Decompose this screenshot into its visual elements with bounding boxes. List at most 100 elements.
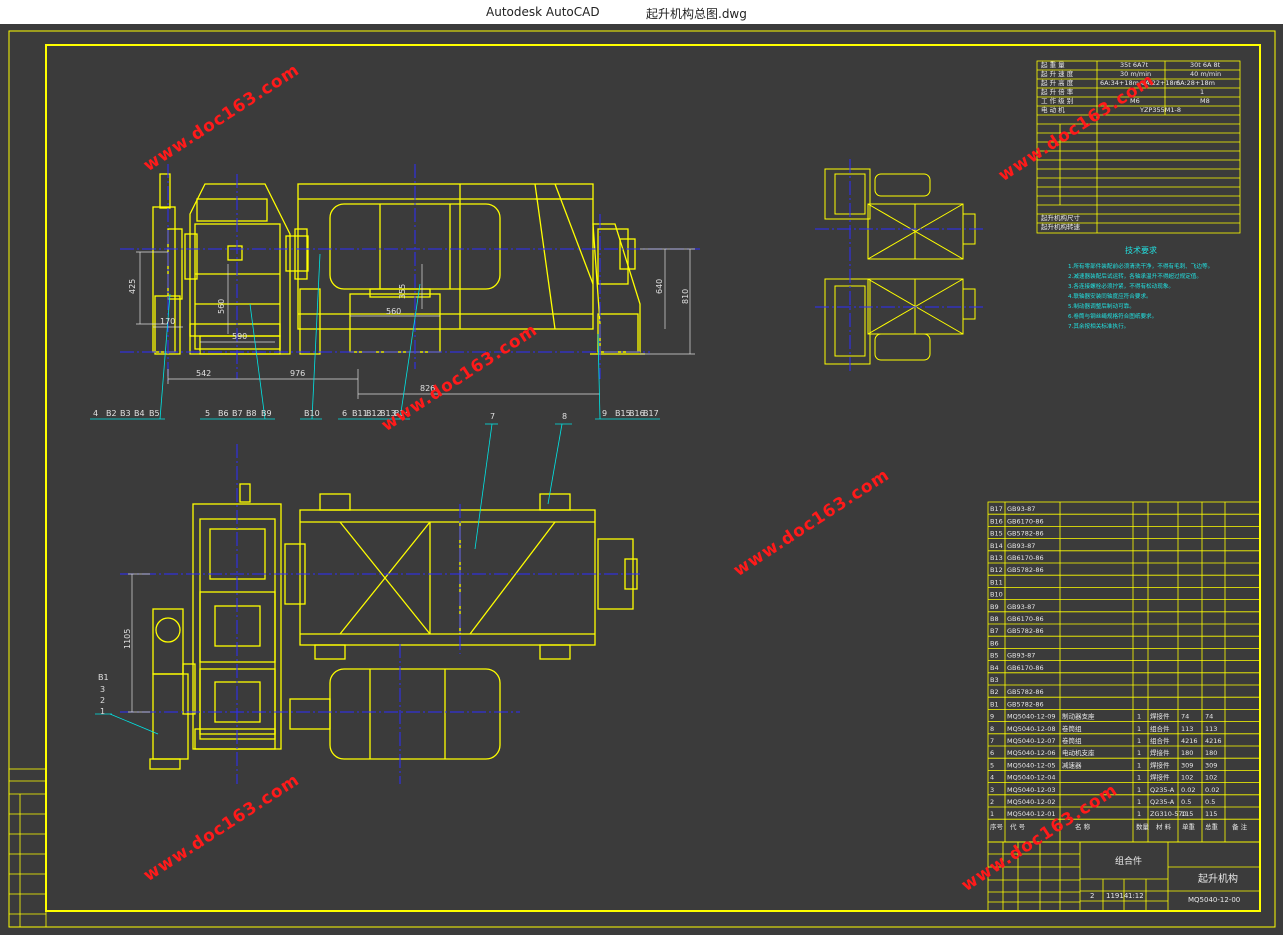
svg-text:1.所有零部件装配前必须清洗干净，不得有毛刺、飞边等。: 1.所有零部件装配前必须清洗干净，不得有毛刺、飞边等。	[1068, 262, 1213, 270]
bom-cell: GB5782-86	[1007, 627, 1044, 635]
bom-cell: 74	[1205, 713, 1213, 721]
bom-cell: 309	[1181, 761, 1193, 769]
bom-cell: MQ5040-12-06	[1007, 749, 1056, 757]
bom-cell: 1	[1137, 810, 1141, 818]
centerlines	[120, 159, 985, 784]
bom-cell: 115	[1205, 810, 1217, 818]
bom-cell: 1	[1137, 761, 1141, 769]
label-B7: B7	[232, 409, 243, 418]
bom-cell: 1	[1137, 737, 1141, 745]
weight: 11914	[1106, 892, 1129, 900]
bom-header-cell: 备 注	[1232, 822, 1248, 831]
label-B11: B11	[352, 409, 368, 418]
bom-cell: GB5782-86	[1007, 530, 1044, 538]
label-B2: B2	[106, 409, 117, 418]
bom-cell: 1	[1137, 749, 1141, 757]
bom-cell: B16	[990, 517, 1003, 525]
bom-cell: GB5782-86	[1007, 688, 1044, 696]
dim-590: 590	[232, 332, 247, 341]
bom-cell: B5	[990, 652, 999, 660]
bom-cell: GB93-87	[1007, 542, 1035, 550]
bom-cell: 102	[1181, 774, 1193, 782]
bom-cell: 焊接件	[1150, 760, 1170, 769]
bom-cell: MQ5040-12-03	[1007, 786, 1056, 794]
bom-cell: 减速器	[1062, 760, 1082, 769]
bom-cell: 0.5	[1205, 798, 1215, 806]
title-block	[987, 841, 1261, 912]
label-B17: B17	[643, 409, 659, 418]
bom-header-cell: 单重	[1182, 822, 1196, 831]
elevation-view	[152, 173, 645, 355]
dim-560-b: 560	[386, 307, 401, 316]
label-B4: B4	[134, 409, 145, 418]
bom-header-cell: 材 料	[1156, 822, 1172, 831]
bom-header-cell: 总重	[1205, 822, 1219, 831]
dim-355: 355	[398, 284, 407, 299]
bom-header-cell: 数量	[1136, 822, 1150, 831]
drawing-canvas[interactable]: 425 170 560 590 355 560 640 810 542 976 …	[0, 24, 1283, 935]
label-B8: B8	[246, 409, 257, 418]
bom-cell: 4	[990, 774, 994, 782]
bom-cell: B17	[990, 505, 1003, 513]
bom-cell: GB93-87	[1007, 505, 1035, 513]
bom-cell: 309	[1205, 761, 1217, 769]
dim-640: 640	[655, 279, 664, 294]
dim-810: 810	[681, 289, 690, 304]
svg-text:YZP355M1-8: YZP355M1-8	[1139, 106, 1181, 114]
bom-cell: 组合件	[1150, 736, 1170, 745]
label-1: 1	[100, 707, 105, 716]
bom-cell: ZG310-570	[1150, 810, 1187, 818]
bom-cell: 0.5	[1181, 798, 1191, 806]
app-name: Autodesk AutoCAD	[486, 5, 600, 19]
part-labels: 4 B2 B3 B4 B5 5 B6 B7 B8 B9 B10 6 B11 B1…	[93, 409, 659, 716]
dim-542: 542	[196, 369, 211, 378]
bom-cell: B8	[990, 615, 999, 623]
label-3: 3	[100, 685, 105, 694]
bom-cell: 9	[990, 713, 994, 721]
bom-cell: 74	[1181, 713, 1189, 721]
dimension-text: 425 170 560 590 355 560 640 810 542 976 …	[123, 279, 690, 649]
dimension-lines	[128, 248, 695, 713]
svg-text:35t 6A7t: 35t 6A7t	[1120, 61, 1149, 69]
bom-table	[987, 501, 1261, 843]
bom-cell: GB93-87	[1007, 603, 1035, 611]
bom-cell: 8	[990, 725, 994, 733]
svg-text:40 m/min: 40 m/min	[1190, 70, 1221, 78]
label-B3: B3	[120, 409, 131, 418]
bom-cell: 卷筒组	[1062, 724, 1082, 733]
bom-cell: B6	[990, 639, 999, 647]
bom-cell: GB93-87	[1007, 652, 1035, 660]
bom-cell: 7	[990, 737, 994, 745]
bom-cell: MQ5040-12-08	[1007, 725, 1056, 733]
svg-text:工 作 级 别: 工 作 级 别	[1041, 96, 1073, 105]
label-8: 8	[562, 412, 567, 421]
bom-cell: MQ5040-12-05	[1007, 761, 1056, 769]
bom-cell: B10	[990, 591, 1003, 599]
dim-560-a: 560	[217, 299, 226, 314]
svg-text:起升机构转速: 起升机构转速	[1041, 222, 1081, 231]
small-views	[824, 168, 976, 365]
label-B10: B10	[304, 409, 320, 418]
bom-cell: MQ5040-12-07	[1007, 737, 1056, 745]
drawing-number: MQ5040-12-00	[1188, 896, 1240, 904]
svg-text:起 升 速 度: 起 升 速 度	[1041, 69, 1074, 78]
bom-cell: 180	[1205, 749, 1217, 757]
sheet-frame	[45, 44, 1261, 912]
sheet-outer-border	[8, 30, 1276, 928]
bom-cell: B3	[990, 676, 999, 684]
bom-cell: 1	[1137, 798, 1141, 806]
bom-cell: 2	[990, 798, 994, 806]
label-B16: B16	[629, 409, 645, 418]
svg-text:M8: M8	[1200, 97, 1210, 105]
file-name: 起升机构总图.dwg	[646, 7, 747, 21]
plan-view	[149, 483, 638, 770]
dim-976: 976	[290, 369, 305, 378]
bom-cell: 0.02	[1205, 786, 1219, 794]
bom-cell: 5	[990, 761, 994, 769]
bom-cell: Q235-A	[1150, 786, 1175, 794]
assembly-label: 组合件	[1115, 855, 1142, 867]
bom-cell: B4	[990, 664, 999, 672]
svg-text:4.联轴器安装同轴度应符合要求。: 4.联轴器安装同轴度应符合要求。	[1068, 292, 1152, 300]
window-title-bar: Autodesk AutoCAD 起升机构总图.dwg	[0, 0, 1283, 24]
